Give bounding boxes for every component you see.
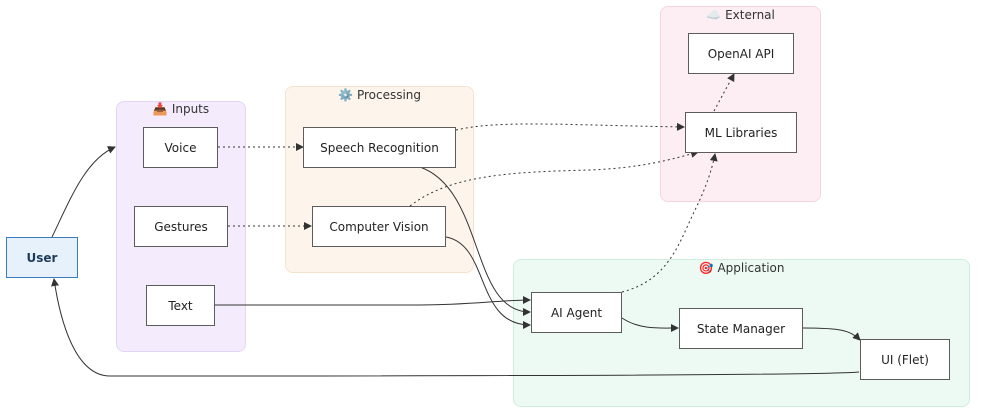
edge-vision-to-agent (445, 236, 531, 329)
node-speech-recognition: Speech Recognition (303, 127, 456, 168)
target-icon: 🎯 (698, 261, 714, 275)
group-inputs-title: 📥 Inputs (117, 102, 245, 116)
edge-user-to-voice (51, 146, 116, 238)
group-inputs-label: Inputs (171, 102, 210, 116)
node-ml-libraries: ML Libraries (685, 112, 797, 153)
edge-agent-to-state (621, 317, 679, 333)
node-user: User (6, 237, 78, 278)
cloud-icon: ☁️ (706, 8, 722, 22)
edge-speech-to-agent (419, 166, 531, 316)
edge-ui-to-user (51, 278, 860, 377)
edge-speech-to-ml (455, 122, 685, 131)
node-computer-vision: Computer Vision (312, 206, 446, 247)
node-ui-flet: UI (Flet) (860, 339, 950, 380)
node-state-manager: State Manager (679, 308, 803, 349)
inbox-icon: 📥 (152, 102, 168, 116)
node-text: Text (146, 285, 215, 326)
edge-state-to-ui (802, 327, 861, 341)
node-gestures: Gestures (134, 206, 228, 247)
edge-text-to-agent (215, 296, 531, 306)
node-voice: Voice (143, 127, 218, 168)
group-application-label: Application (717, 261, 785, 275)
edge-ml-to-openai (713, 73, 735, 112)
group-processing-title: ⚙️ Processing (286, 88, 473, 102)
gear-icon: ⚙️ (337, 88, 353, 102)
node-openai-api: OpenAI API (688, 33, 794, 74)
edge-agent-to-ml (621, 153, 718, 293)
node-ai-agent: AI Agent (531, 292, 622, 333)
group-processing-label: Processing (356, 88, 422, 102)
group-application-title: 🎯 Application (514, 261, 969, 275)
group-external-title: ☁️ External (661, 8, 820, 22)
group-external-label: External (725, 8, 775, 22)
